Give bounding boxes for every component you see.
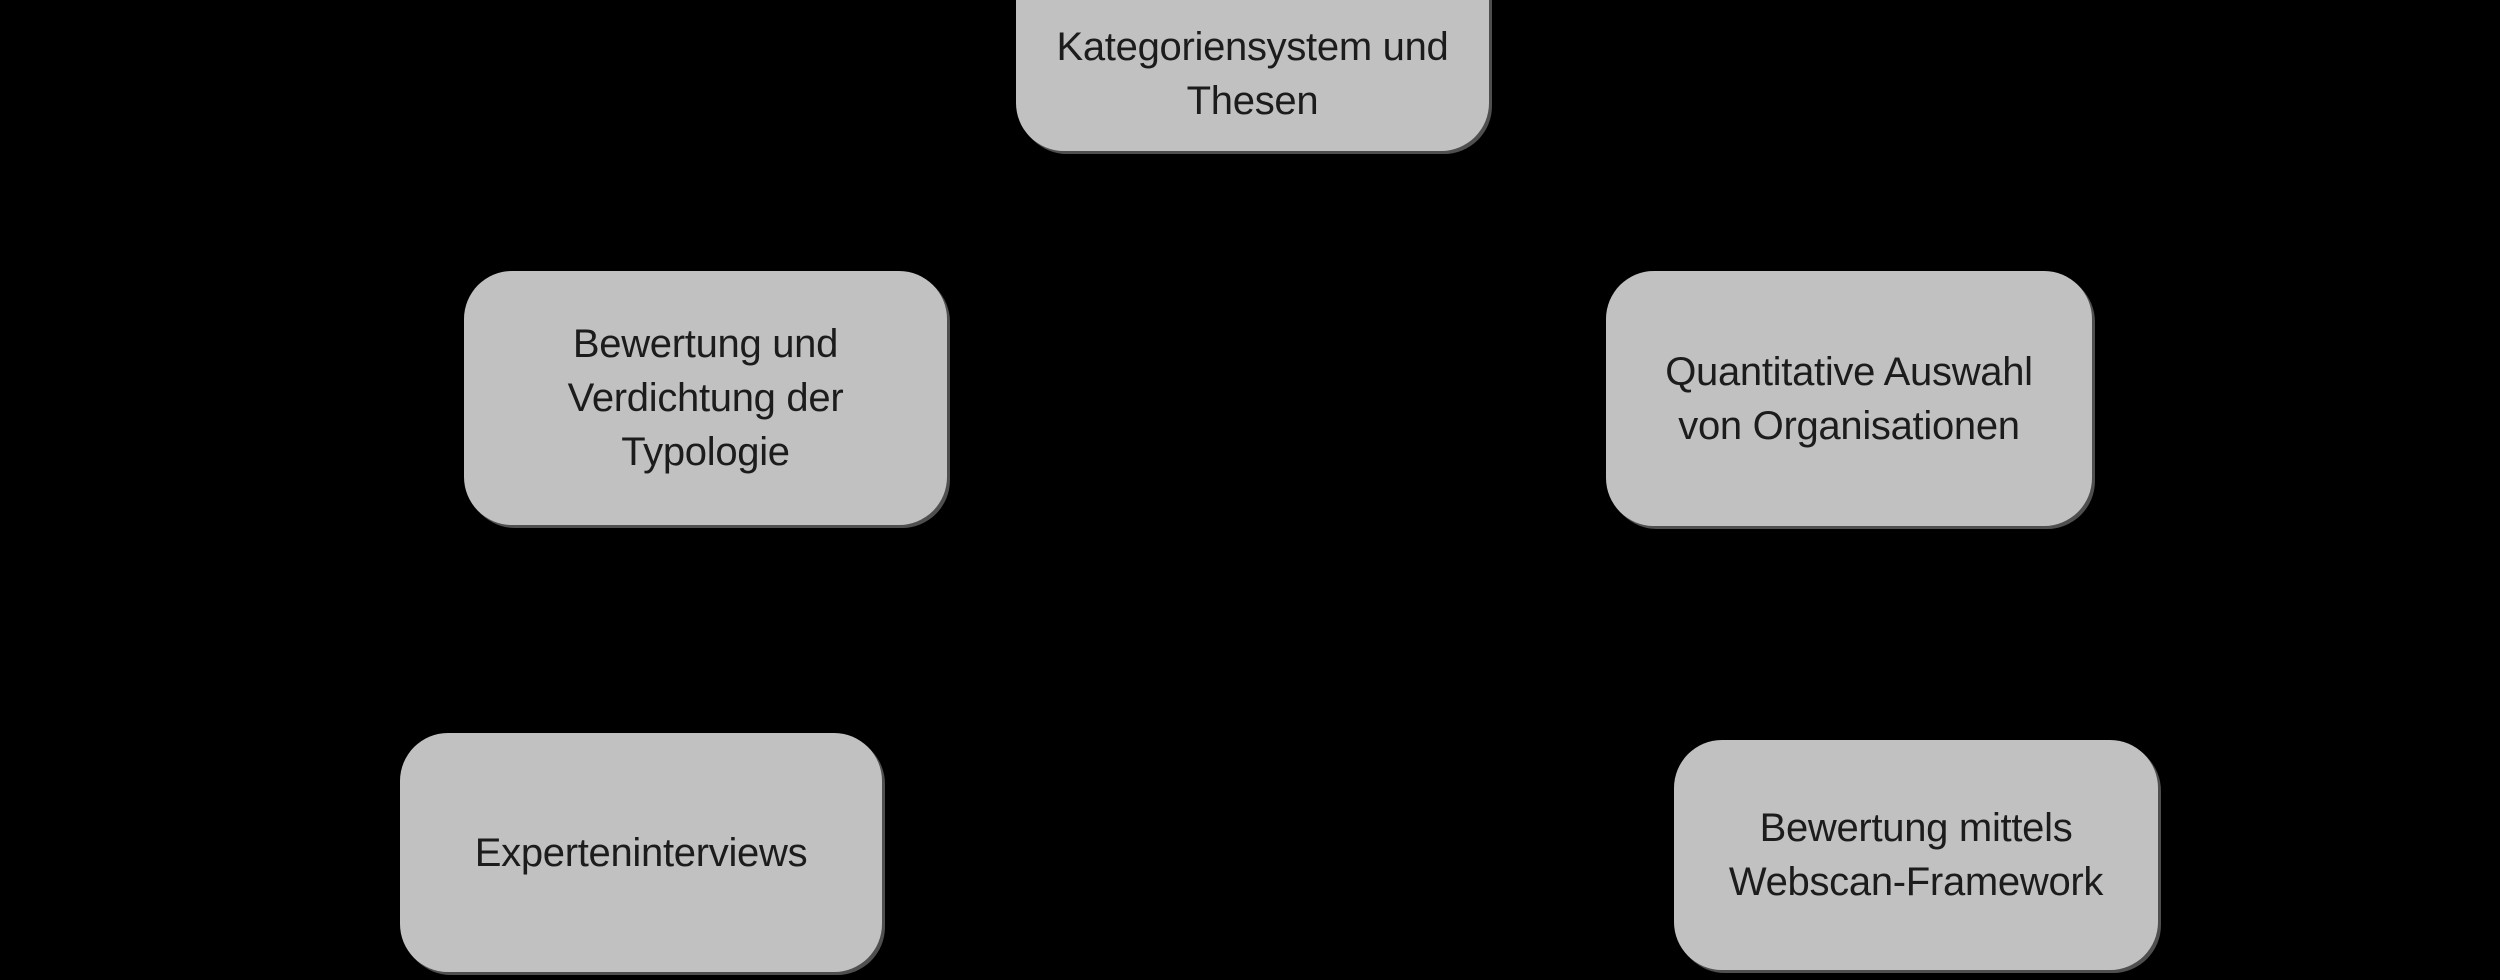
node-bewertung-verdichtung-typologie: Bewertung und Verdichtung der Typologie <box>464 271 947 525</box>
node-label: Experteninterviews <box>474 830 808 875</box>
node-quantitative-auswahl-organisationen: Quantitative Auswahl von Organisationen <box>1606 271 2092 526</box>
node-label: Bewertung mittels Webscan-Framework <box>1728 806 2104 904</box>
node-label: Quantitative Auswahl von Organisationen <box>1665 349 2033 448</box>
node-label: Kategoriensystem und Thesen <box>1056 25 1449 123</box>
node-bewertung-webscan-framework: Bewertung mittels Webscan-Framework <box>1674 740 2158 970</box>
node-label: Bewertung und Verdichtung der Typologie <box>567 322 844 474</box>
node-experteninterviews: Experteninterviews <box>400 733 882 972</box>
node-kategoriensystem-thesen: Kategoriensystem und Thesen <box>1016 0 1489 151</box>
